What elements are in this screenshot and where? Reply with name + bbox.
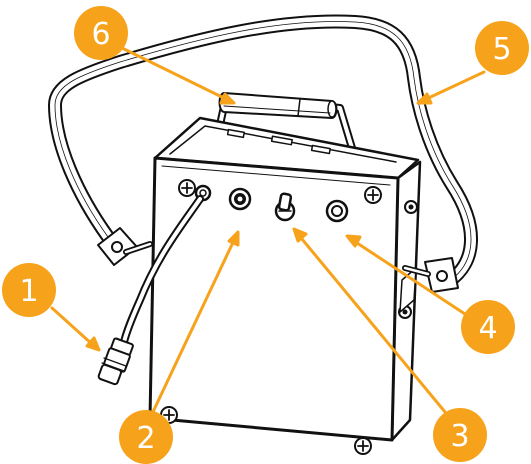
arrow-4: [349, 237, 470, 318]
callout-label: 3: [450, 419, 469, 454]
device-illustration: [48, 14, 478, 455]
toggle-switch: [274, 192, 296, 222]
top-slot: [270, 135, 293, 146]
callout-label: 2: [136, 421, 155, 456]
corner-screw: [354, 437, 372, 455]
corner-screw: [178, 179, 196, 197]
arrow-3: [295, 231, 452, 420]
callout-arrows: [50, 45, 486, 420]
left-strap-clip: [97, 227, 153, 266]
callout-4: 4: [461, 300, 515, 354]
top-slot: [310, 144, 331, 155]
indicator-button: [325, 199, 349, 223]
callout-label: 1: [19, 274, 38, 309]
arrow-1: [50, 306, 95, 347]
corner-screw: [364, 186, 382, 204]
cable-connector: [97, 195, 204, 386]
right-strap-clip: [402, 257, 459, 293]
arrow-6: [118, 45, 232, 103]
callout-3: 3: [433, 408, 487, 462]
callout-5: 5: [475, 21, 529, 75]
callout-label: 6: [91, 17, 110, 52]
arrow-2: [150, 234, 238, 416]
callout-label: 5: [492, 32, 511, 67]
callout-6: 6: [74, 6, 128, 60]
callout-2: 2: [119, 410, 173, 464]
top-slot: [226, 128, 245, 139]
callout-1: 1: [2, 263, 56, 317]
arrow-5: [420, 70, 486, 103]
callout-label: 4: [478, 311, 497, 346]
shoulder-strap: [48, 14, 478, 289]
connector-port: [228, 187, 252, 211]
box-front-face: [148, 156, 400, 442]
